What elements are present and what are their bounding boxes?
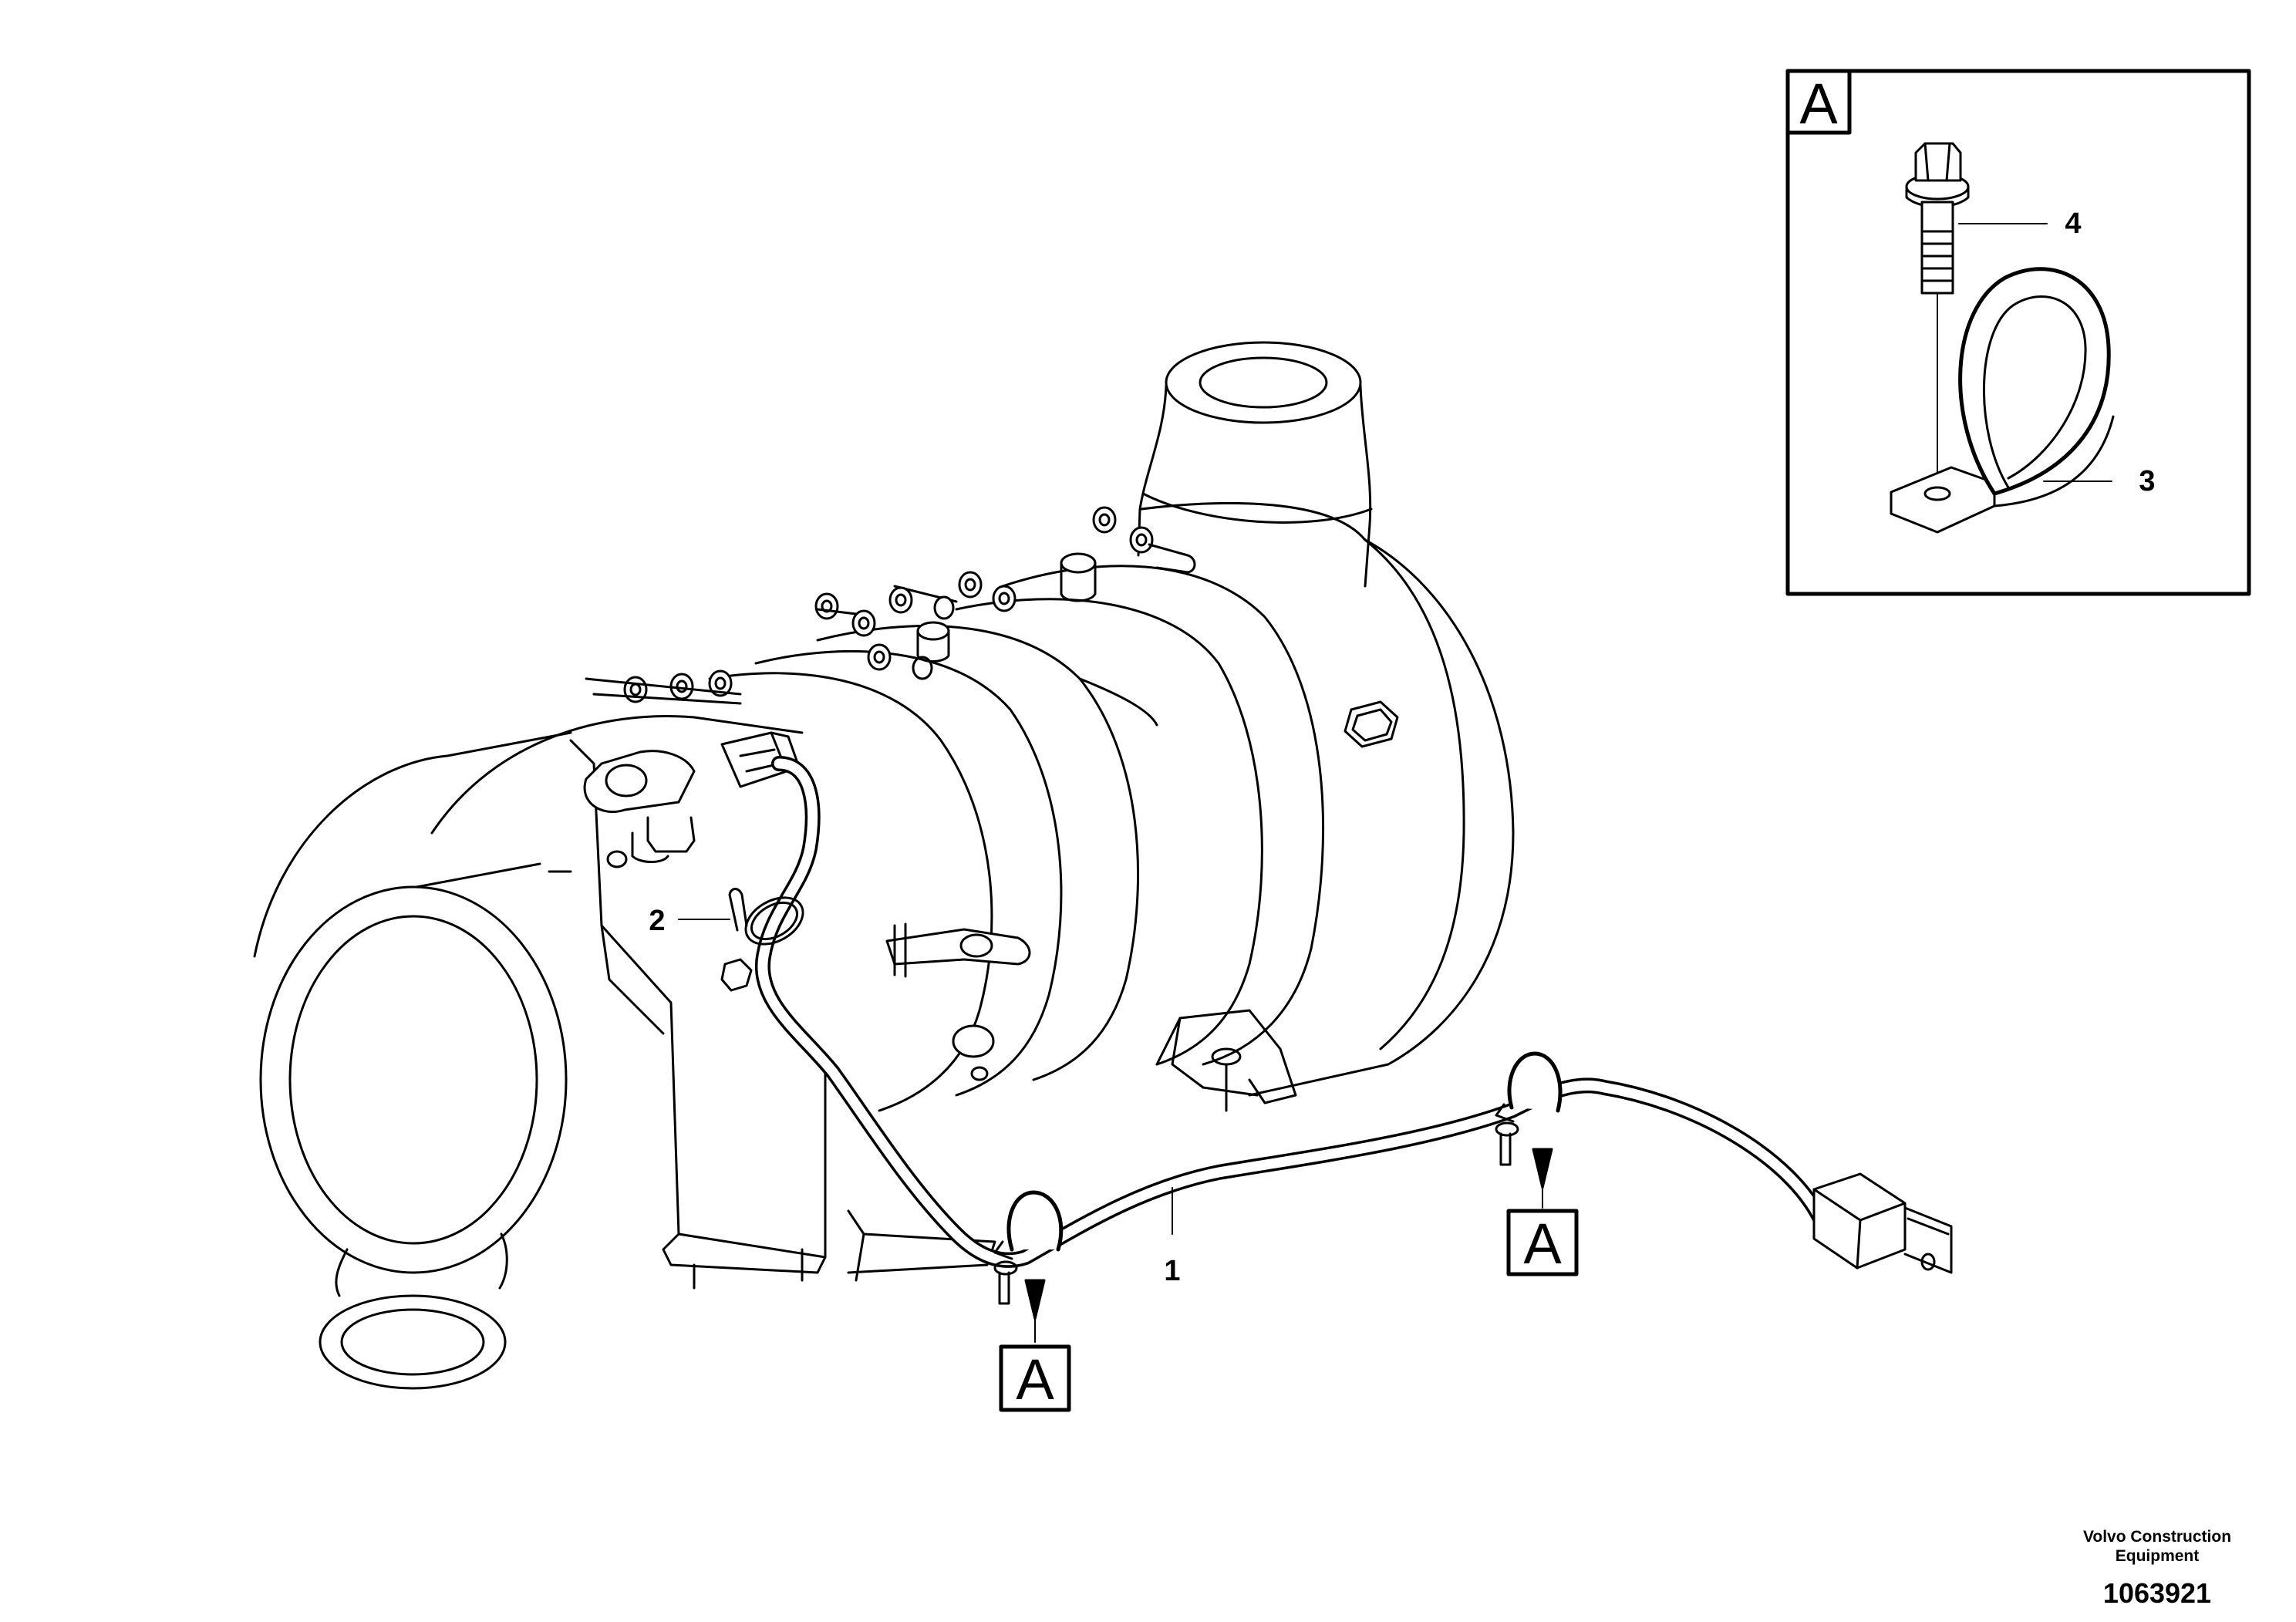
detail-frame: [1785, 69, 2251, 596]
sensor-assembly: [583, 731, 804, 868]
harness-connector: [1812, 1172, 1953, 1274]
middle-section: [708, 565, 1325, 1112]
harness-clamp-right: [1495, 1051, 1563, 1166]
dpf-main-drum: [1140, 501, 1515, 1097]
callout-2: 2: [649, 905, 665, 937]
outlet-pipe: [1137, 341, 1373, 588]
document-number: 1063921: [2102, 1577, 2212, 1609]
bolt: [1905, 142, 1970, 487]
temperature-sensor: [885, 922, 1031, 1081]
clamp-bolts: [585, 506, 1196, 705]
company-name: Volvo Construction Equipment: [2082, 1528, 2232, 1565]
view-marker-left: [999, 1279, 1071, 1412]
callout-3: 3: [2139, 465, 2155, 497]
inlet-housing: [253, 715, 804, 1274]
detail-view-letter: A: [1799, 72, 1838, 136]
callout-4: 4: [2065, 207, 2081, 240]
inlet-pipe: [319, 1233, 508, 1390]
view-marker-right-letter: A: [1523, 1212, 1562, 1276]
support-feet: [1155, 1009, 1297, 1112]
wiring-harness: [754, 756, 1828, 1268]
p-clamp: [1890, 267, 2115, 534]
footer: Volvo Construction Equipment 1063921: [2072, 1527, 2242, 1610]
detail-view-a: [1785, 69, 2251, 596]
exhaust-aftertreatment-unit: [253, 341, 1515, 1390]
harness-clamp-left: [993, 1190, 1064, 1305]
callout-1: 1: [1164, 1255, 1180, 1287]
cable-tie: [728, 888, 804, 946]
view-marker-right: [1506, 1148, 1579, 1276]
detail-letter-box: [1785, 69, 1852, 135]
view-marker-left-letter: A: [1016, 1347, 1054, 1411]
